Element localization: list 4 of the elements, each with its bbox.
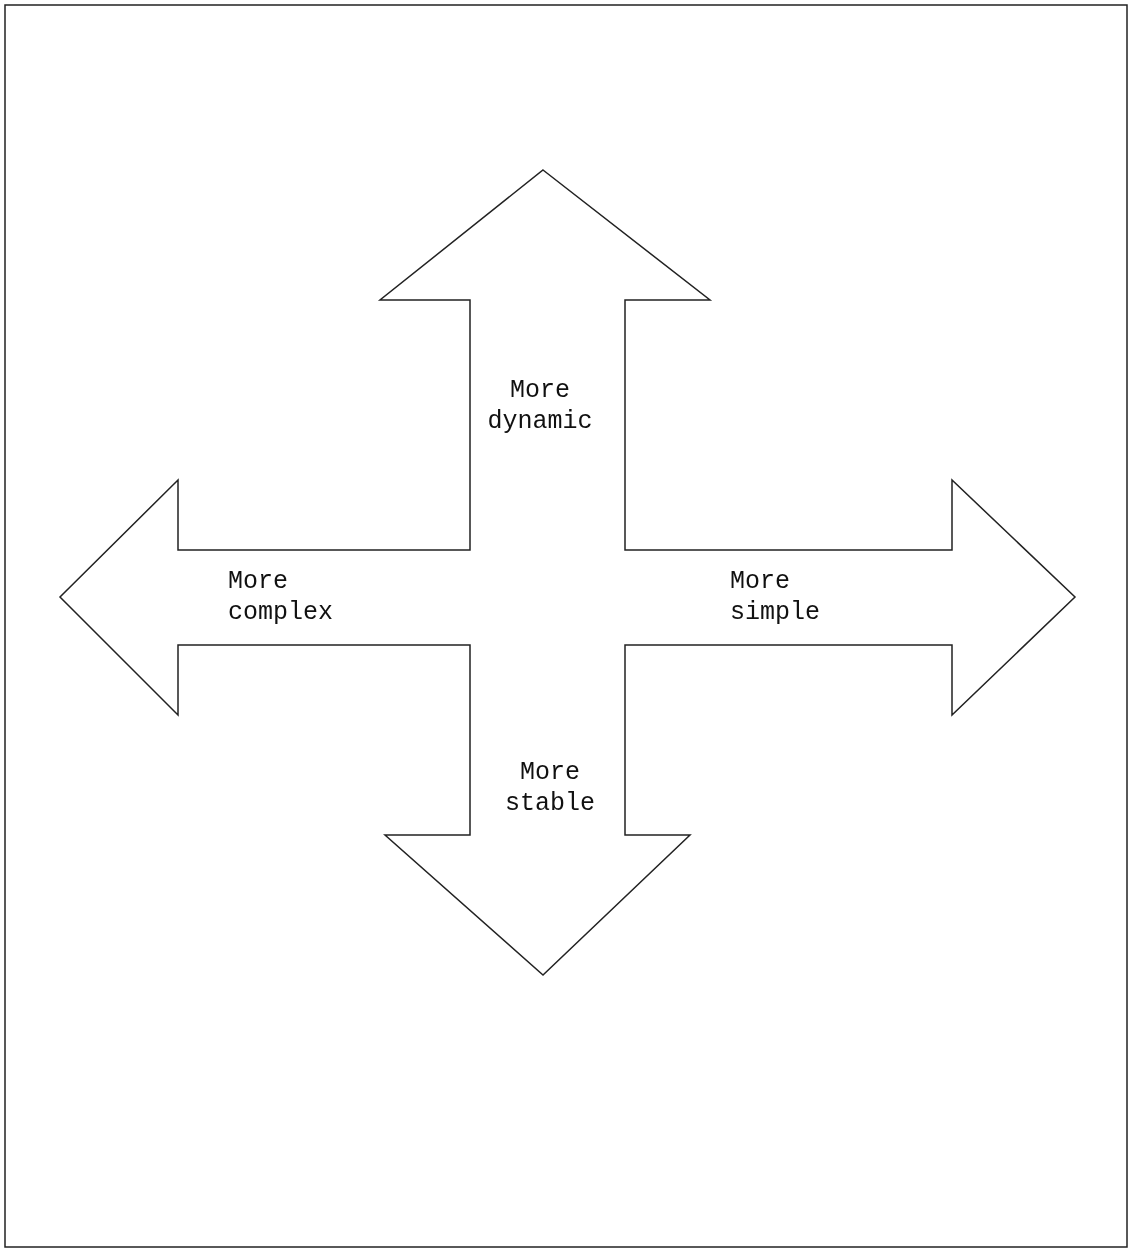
direction-label: More complex	[228, 566, 335, 628]
direction-label: More dynamic	[486, 375, 594, 437]
direction-label: More simple	[730, 566, 821, 628]
direction-label: More stable	[504, 757, 596, 819]
